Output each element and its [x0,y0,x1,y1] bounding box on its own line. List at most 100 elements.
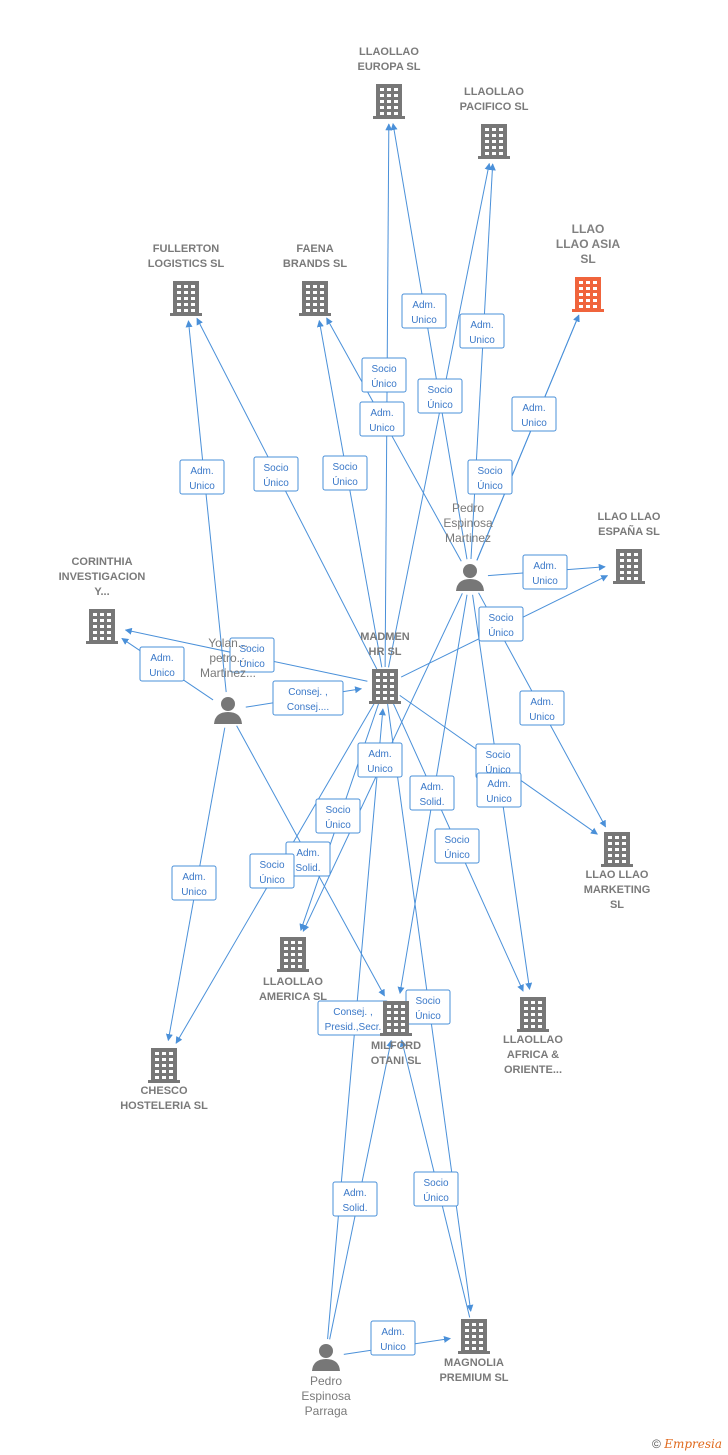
edge-label[interactable]: Adm.Unico [357,742,403,778]
building-icon [478,124,510,159]
edge-label[interactable]: Adm.Solid. [409,775,455,811]
person-icon [214,697,242,724]
building-icon [601,832,633,867]
node-label: Yolan... [208,636,248,650]
edge-label-box [253,456,299,492]
edge-madmen-fullerton [196,317,378,670]
edge-label-box [249,853,295,889]
edge-label-text: Socio [332,462,357,473]
edge-label-box [361,357,407,393]
edge-label[interactable]: Adm.Unico [511,396,557,432]
node-label: INVESTIGACION [59,571,146,583]
edge-label-box [519,690,565,726]
edge-label-box [417,378,463,414]
edge-label[interactable]: Consej. ,Presid.,Secr. [317,1000,389,1036]
person-icon [456,564,484,591]
building-icon [373,84,405,119]
brand-logo[interactable]: Empresia [664,1437,722,1451]
edge-label-text: Socio [427,385,452,396]
edge-label[interactable]: Adm.Unico [139,646,185,682]
edge-label[interactable]: Adm.Unico [171,865,217,901]
edge-label-text: Único [263,476,289,489]
edge-label-box [467,459,513,495]
building-icon [613,549,645,584]
building-icon [148,1048,180,1083]
node-llaollao_america[interactable]: LLAOLLAO AMERICA SL [259,937,327,1003]
node-label: FULLERTON [153,243,219,255]
node-label: AMERICA SL [259,991,327,1003]
edge-label[interactable]: Adm.Unico [359,401,405,437]
edge-label[interactable]: Adm. Unico [459,313,505,349]
edge-label-text: Adm. [150,653,173,664]
edge-label[interactable]: Adm.Unico [179,459,225,495]
node-label: MAGNOLIA [444,1357,504,1369]
node-label: CHESCO [140,1085,188,1097]
edge-label-text: Socio [423,1178,448,1189]
edge-label-text: Adm. [412,300,435,311]
edge-label-text: Socio [263,463,288,474]
edge-label[interactable]: Adm.Unico [522,554,568,590]
edge-label-text: Único [423,1191,449,1204]
building-icon [572,277,604,312]
node-label: Y... [94,586,109,598]
node-label: ORIENTE... [504,1064,562,1076]
edge-label[interactable]: Adm.Unico [476,772,522,808]
edge-label-text: Consej. , [288,687,327,698]
edge-label-box [478,606,524,642]
edge-madmen-llaollao_pacifico [388,162,492,668]
node-magnolia[interactable]: MAGNOLIA PREMIUM SL [439,1319,509,1384]
node-label: LLAO LLAO [598,511,661,523]
node-label: PREMIUM SL [439,1372,508,1384]
edge-label-text: Unico [469,335,495,346]
edge-label-box [322,455,368,491]
node-label: SL [580,252,595,266]
edge-label[interactable]: Adm.Solid. [332,1181,378,1217]
node-label: Espinosa [301,1389,351,1403]
edge-label[interactable]: Adm.Unico [519,690,565,726]
edge-label[interactable]: Adm.Unico [370,1320,416,1356]
edge-label-text: Adm. [470,320,493,331]
edge-label-text: Único [415,1009,441,1022]
person-icon [312,1344,340,1371]
node-label: LLAOLLAO [263,976,323,988]
edge-label[interactable]: Consej. ,Consej.... [272,680,344,716]
building-icon [299,281,331,316]
edge-label-box [357,742,403,778]
node-corinthia[interactable]: CORINTHIAINVESTIGACIONY... [59,556,146,644]
edge-label-text: Consej. , [333,1007,372,1018]
edge-label[interactable]: Adm.Unico [401,293,447,329]
edge-madmen-faena [316,319,383,668]
node-yolanda[interactable]: Yolan...petro...Martinez... [200,636,256,724]
node-label: AFRICA & [507,1049,559,1061]
edge-label-text: Socio [488,613,513,624]
building-icon [458,1319,490,1354]
